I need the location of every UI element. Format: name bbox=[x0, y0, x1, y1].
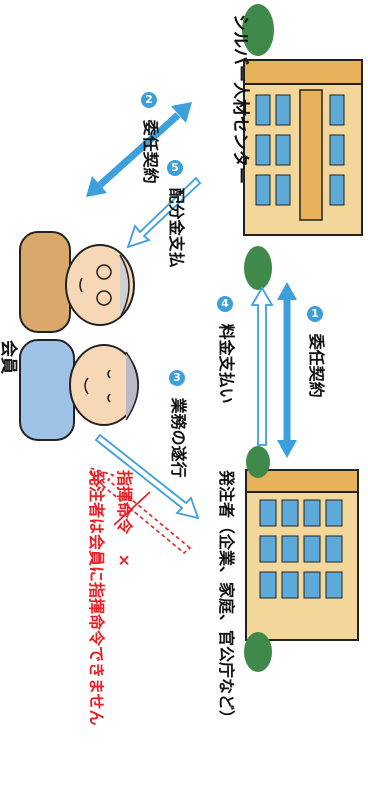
office-building-icon bbox=[242, 4, 363, 290]
step-2-label: 委任契約 bbox=[141, 119, 160, 184]
step-2-contract: 2 委任契約 bbox=[141, 92, 160, 184]
step-5-label: 配分金支払 bbox=[167, 187, 186, 268]
step-2-badge: 2 bbox=[141, 92, 158, 108]
step-3-work-execution: 3 業務の遂行 bbox=[169, 370, 188, 478]
command-text: 指揮命令 bbox=[115, 470, 134, 535]
silver-center-label: シルバー人材センター bbox=[230, 14, 250, 184]
step-1-label: 委任契約 bbox=[307, 333, 326, 398]
note-label: 発注者は会員に指揮命令できません bbox=[87, 470, 106, 726]
step-4-badge: 4 bbox=[217, 296, 234, 312]
elderly-couple-icon bbox=[19, 231, 139, 441]
step-3-label: 業務の遂行 bbox=[169, 397, 188, 478]
cross-mark: × bbox=[115, 553, 134, 567]
step-5-badge: 5 bbox=[167, 160, 184, 176]
client-label: 発注者（企業、家庭、官公庁など） bbox=[217, 470, 236, 727]
member-label: 会員 bbox=[0, 340, 18, 374]
step-1-contract: 1 委任契約 bbox=[307, 306, 326, 398]
command-label: 指揮命令 × bbox=[115, 470, 134, 567]
step-4-fee-payment: 4 料金支払い bbox=[217, 296, 236, 404]
step-4-label: 料金支払い bbox=[217, 323, 236, 404]
step-1-badge: 1 bbox=[307, 306, 324, 322]
office-tower-icon bbox=[244, 446, 359, 672]
step-3-badge: 3 bbox=[169, 370, 186, 386]
step-5-distribution: 5 配分金支払 bbox=[167, 160, 186, 268]
